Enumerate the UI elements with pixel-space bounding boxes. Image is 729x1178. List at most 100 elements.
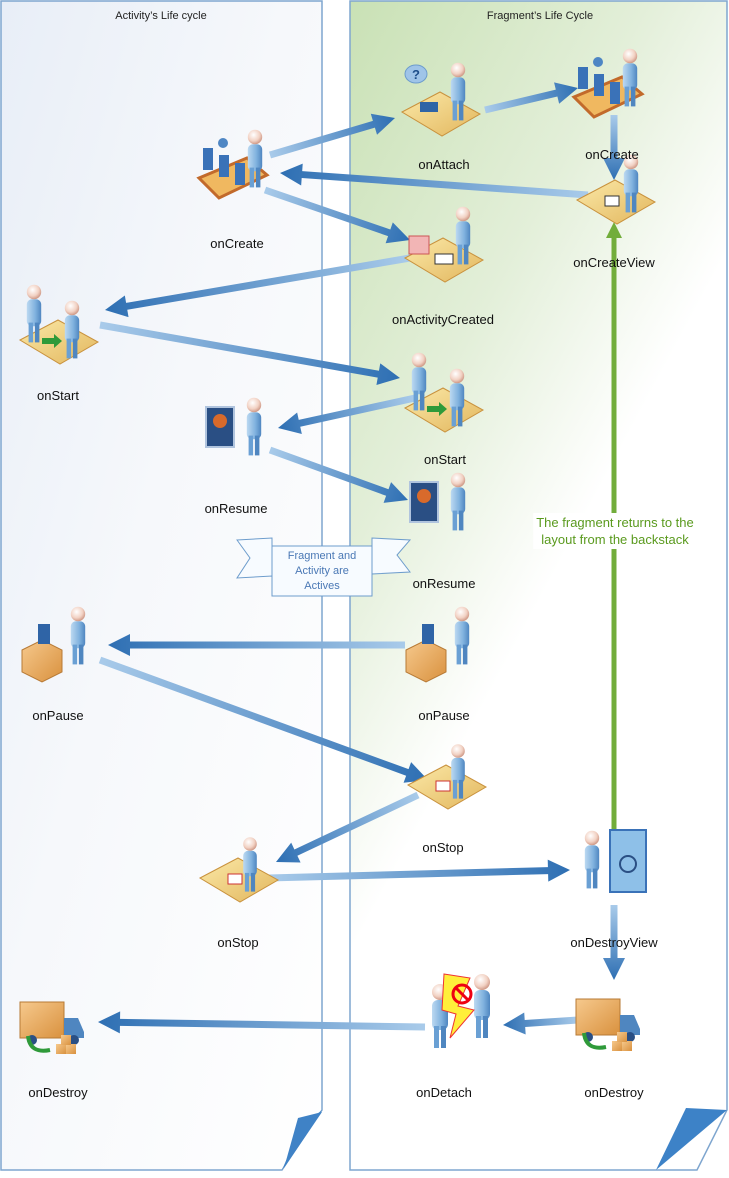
node-label-a-resume: onResume (204, 501, 268, 516)
arrow-shape (263, 186, 410, 244)
node-label-f-pause: onPause (418, 708, 470, 723)
transition-arrow-a_resume-to-f_resume (268, 446, 408, 503)
node-label-a-pause: onPause (32, 708, 84, 723)
node-label-f-start: onStart (424, 452, 466, 467)
banner-line-1: Fragment and (287, 550, 357, 562)
node-label-a-destroy: onDestroy (28, 1085, 88, 1100)
arrow-shape (98, 656, 429, 783)
person-figure (243, 837, 257, 892)
person-figure (454, 606, 470, 665)
arrow-shape (276, 791, 420, 863)
arrow-shape (603, 115, 625, 180)
transition-arrow-f_pause-to-a_pause (108, 634, 405, 656)
desk-paperwork-icon (403, 206, 485, 283)
person-figure (449, 368, 465, 427)
edges-layer (98, 82, 625, 1035)
arrow-shape (269, 113, 395, 159)
node-label-f-actcreated: onActivityCreated (392, 312, 494, 327)
arrow-shape (98, 1011, 426, 1034)
person-figure (623, 154, 639, 213)
banner-line-2: Activity are (295, 565, 349, 577)
handover-desk-icon (403, 352, 485, 433)
arrow-shape (268, 446, 408, 503)
transition-arrow-f_destroy-to-f_detach (503, 1012, 579, 1035)
person-figure (450, 62, 466, 121)
delivery-truck-icon (575, 998, 640, 1051)
arrow-shape (105, 254, 411, 318)
person-figure (70, 606, 86, 665)
transition-arrow-f_actcreated-to-a_start (105, 254, 411, 318)
person-figure (474, 974, 490, 1038)
transition-arrow-f_start-to-a_resume (278, 394, 416, 435)
node-label-f-create: onCreate (585, 147, 639, 162)
page-curl-fold (284, 1112, 322, 1168)
person-figure (247, 129, 263, 188)
arrow-shape (99, 321, 400, 386)
desk-cancel-form-icon (198, 837, 280, 903)
node-label-f-detach: onDetach (416, 1085, 472, 1100)
person-figure (622, 48, 638, 107)
transition-arrow-f_destroyview-to-f_destroy (603, 905, 625, 980)
transition-arrow-f_stop-to-a_stop (276, 791, 420, 863)
transition-arrow-f_detach-to-a_destroy (98, 1011, 426, 1034)
arrow-shape (278, 394, 416, 435)
desk-drawing-icon (575, 154, 657, 225)
node-label-f-resume: onResume (412, 576, 476, 591)
fragment-lane (349, 0, 728, 1171)
arrow-shape (280, 163, 589, 199)
page-curl-corner (656, 1108, 727, 1170)
transition-arrow-a_create-to-f_attach (269, 113, 395, 159)
node-label-a-create: onCreate (210, 236, 264, 251)
active-banner (236, 537, 412, 597)
arrow-shape (484, 82, 578, 114)
person-figure (450, 472, 466, 531)
arrow-shape (503, 1012, 579, 1035)
desk-cancel-form-icon (406, 744, 488, 810)
arrow-shape (267, 859, 570, 882)
phone-desk-question-icon: ? (400, 62, 482, 137)
handover-desk-icon (18, 284, 100, 365)
delivery-truck-icon (19, 1001, 84, 1054)
node-label-a-start: onStart (37, 388, 79, 403)
split-people-forbidden-icon (432, 973, 490, 1048)
backstack-note-line-1: The fragment returns to the (536, 515, 694, 530)
activity-lane-title: Activity’s Life cycle (115, 10, 207, 22)
transition-arrow-f_create-to-f_createview (603, 115, 625, 180)
conveyor-worker-icon (196, 129, 270, 200)
nodes-layer: ? (18, 48, 657, 1054)
person-figure (584, 830, 600, 889)
transition-arrow-a_stop-to-f_destroyview (267, 859, 570, 882)
node-label-f-attach: onAttach (418, 157, 470, 172)
packing-box-icon (21, 606, 86, 683)
transition-arrow-f_createview-to-a_create (280, 163, 589, 199)
arrow-shape (108, 634, 405, 656)
person-figure (411, 352, 427, 411)
transition-arrow-a_create-to-f_actcreated (263, 186, 410, 244)
node-label-f-stop: onStop (422, 840, 464, 855)
person-figure (64, 300, 80, 359)
node-label-a-stop: onStop (217, 935, 259, 950)
person-figure (451, 744, 465, 799)
transition-arrow-a_pause-to-f_stop (98, 656, 429, 783)
banner-line-3: Actives (304, 580, 340, 592)
transition-arrow-a_start-to-f_start (99, 321, 400, 386)
transition-arrow-f_attach-to-f_create (484, 82, 578, 114)
presentation-board-icon (205, 397, 262, 456)
conveyor-worker-icon (571, 48, 645, 119)
node-label-f-destroy: onDestroy (584, 1085, 644, 1100)
person-figure (455, 206, 471, 265)
presentation-board-icon (409, 472, 466, 531)
node-label-f-createview: onCreateView (573, 255, 655, 270)
arrow-shape (603, 905, 625, 980)
safe-vault-icon (584, 829, 647, 893)
backstack-note: The fragment returns to the layout from … (533, 513, 697, 549)
node-label-f-destroyview: onDestroyView (570, 935, 658, 950)
person-figure (26, 284, 42, 343)
svg-text:?: ? (412, 67, 420, 82)
person-figure (246, 397, 262, 456)
fragment-lane-title: Fragment’s Life Cycle (486, 10, 594, 22)
packing-box-icon (405, 606, 470, 683)
banner-text: Fragment and Activity are Actives (288, 549, 356, 594)
